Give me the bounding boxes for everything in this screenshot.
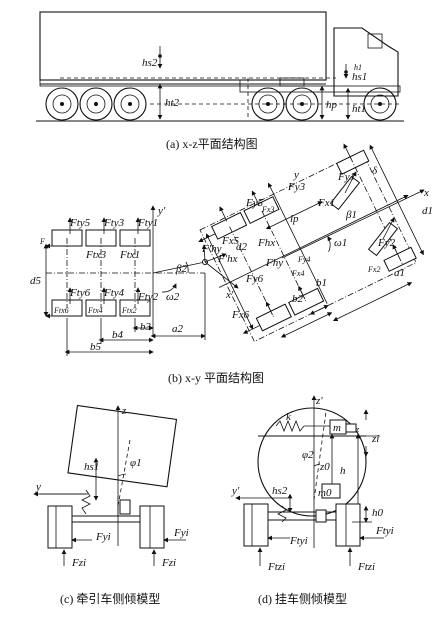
label-ht2: ht2 bbox=[165, 97, 180, 109]
panel-a: hs2 ht2 hs1 hp ht1 h1 (a) x-z平面结构图 bbox=[36, 11, 404, 151]
tractor-body bbox=[67, 404, 178, 488]
label-omega2: ω2 bbox=[166, 291, 180, 303]
label-y-c: y bbox=[35, 481, 41, 493]
label-beta2: β2 bbox=[175, 263, 187, 275]
caption-a: (a) x-z平面结构图 bbox=[166, 136, 258, 151]
trailer-plan bbox=[43, 205, 239, 356]
label-z-d: z bbox=[355, 425, 360, 434]
label-fx3: Fx3 bbox=[261, 205, 274, 214]
label-hs1: hs1 bbox=[352, 71, 367, 83]
label-ht1: ht1 bbox=[352, 103, 366, 115]
label-a1: a1 bbox=[394, 267, 405, 279]
label-d2: d2 bbox=[236, 241, 248, 253]
label-z0: z0 bbox=[319, 461, 330, 473]
tank-circle bbox=[257, 407, 367, 517]
label-b5: b5 bbox=[90, 341, 102, 353]
label-fty6: Fty6 bbox=[69, 287, 91, 299]
label-zprime: z' bbox=[315, 395, 323, 407]
trailer-frame bbox=[39, 79, 241, 87]
label-fx5: Fx5 bbox=[221, 235, 240, 247]
label-fy5: Fy5 bbox=[245, 197, 264, 209]
label-phi2: φ2 bbox=[302, 449, 314, 461]
label-m0: m0 bbox=[318, 487, 332, 499]
label-omega1: ω1 bbox=[334, 237, 347, 249]
label-ftx4: Ftx4 bbox=[87, 306, 103, 315]
label-fx4: Fx4 bbox=[291, 269, 304, 278]
label-fty1: Fty1 bbox=[137, 217, 158, 229]
label-h1: h1 bbox=[354, 63, 362, 72]
label-fty3: Fty3 bbox=[103, 217, 125, 229]
caption-d: (d) 挂车侧倾模型 bbox=[258, 591, 347, 606]
label-zi: zi bbox=[371, 433, 379, 445]
label-k: k bbox=[286, 411, 292, 423]
label-fx1: Fx1 bbox=[317, 197, 335, 209]
label-x-b: x bbox=[423, 187, 429, 199]
label-fy2: Fy2 bbox=[377, 237, 396, 249]
panel-c: z y hs1 φ1 Fyi Fyi Fzi Fzi (c) 牵引车侧倾模型 bbox=[33, 404, 189, 606]
label-d1: d1 bbox=[422, 205, 433, 217]
label-yprime-b: y' bbox=[157, 205, 166, 217]
label-fhx: Fhx bbox=[257, 237, 275, 249]
label-yprime-d: y' bbox=[231, 485, 240, 497]
label-b4: b4 bbox=[112, 329, 124, 341]
front-wheels bbox=[329, 171, 399, 257]
label-ftzi-left: Ftzi bbox=[267, 561, 285, 573]
label-fty5: Fty5 bbox=[69, 217, 91, 229]
trailer-box bbox=[39, 11, 327, 81]
label-ftx1: Ftx1 bbox=[119, 249, 140, 261]
label-fy4: Fy4 bbox=[297, 255, 310, 264]
label-fzi-left: Fzi bbox=[71, 557, 86, 569]
trailer-wheels bbox=[45, 87, 147, 121]
label-b1: b1 bbox=[316, 277, 327, 289]
label-h0: h0 bbox=[372, 507, 384, 519]
label-ftx6: Ftx6 bbox=[53, 306, 69, 315]
label-fzi-right: Fzi bbox=[161, 557, 176, 569]
label-fx6: Fx6 bbox=[231, 309, 250, 321]
label-fx2: Fx2 bbox=[367, 265, 380, 274]
label-hs2: hs2 bbox=[142, 57, 158, 69]
label-hs2-d: hs2 bbox=[272, 485, 288, 497]
caption-c: (c) 牵引车侧倾模型 bbox=[60, 591, 160, 606]
label-ftyi-right: Ftyi bbox=[375, 525, 394, 537]
label-beta1: β1 bbox=[345, 209, 357, 221]
label-a2: a2 bbox=[172, 323, 184, 335]
label-phi1: φ1 bbox=[130, 457, 142, 469]
label-fyi-left: Fyi bbox=[95, 531, 111, 543]
label-fy3: Fy3 bbox=[287, 181, 306, 193]
label-lp: lp bbox=[290, 213, 299, 225]
label-xprime-b: x' bbox=[225, 289, 234, 301]
label-hp: hp bbox=[326, 99, 338, 111]
caption-b: (b) x-y 平面结构图 bbox=[168, 370, 264, 385]
tractor-cab bbox=[333, 27, 399, 97]
label-y-b: y bbox=[293, 169, 299, 181]
label-b3: b3 bbox=[140, 321, 152, 333]
label-hs1-c: hs1 bbox=[84, 461, 99, 473]
label-delta: δ bbox=[372, 165, 378, 177]
label-ftx3: Ftx3 bbox=[85, 249, 107, 261]
panel-b: Fty5 Fty3 Fty1 y' F Ftx3 Ftx1 Fty6 Fty4 … bbox=[30, 143, 433, 385]
label-z-c: z bbox=[121, 405, 127, 417]
label-ftyi-left: Ftyi bbox=[289, 535, 308, 547]
label-fhy-prime: F'hy bbox=[201, 243, 222, 255]
label-fty2: Fty2 bbox=[137, 291, 159, 303]
label-fy1: Fy1 bbox=[337, 171, 355, 183]
label-h: h bbox=[340, 465, 346, 477]
label-m: m bbox=[333, 422, 341, 434]
tractor-plan bbox=[198, 143, 424, 343]
label-ftx2: Ftx2 bbox=[121, 306, 137, 315]
tractor-wheels bbox=[251, 87, 397, 121]
label-b2: b2 bbox=[292, 293, 304, 305]
label-fyi-right: Fyi bbox=[173, 527, 189, 539]
panel-d: z' k m z zi φ2 z0 h m0 hs2 y' h0 Ftyi Ft… bbox=[231, 395, 394, 606]
label-fhx-prime: F'hx bbox=[217, 253, 238, 265]
label-fy6: Fy6 bbox=[245, 273, 264, 285]
label-ftx5: F bbox=[39, 237, 45, 246]
label-fty4: Fty4 bbox=[103, 287, 125, 299]
label-ftzi-right: Ftzi bbox=[357, 561, 375, 573]
label-fhy: Fhy bbox=[265, 257, 283, 269]
label-d5: d5 bbox=[30, 275, 42, 287]
